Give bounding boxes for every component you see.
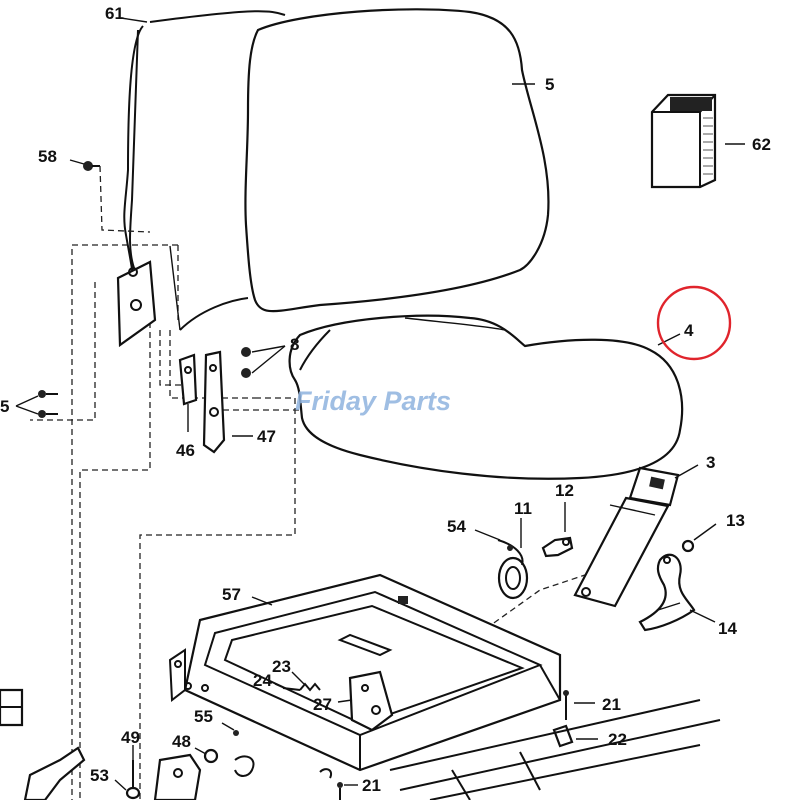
callout-5: 5 (545, 75, 554, 94)
callout-47: 47 (257, 427, 276, 446)
callout-3: 3 (706, 453, 715, 472)
callout-labels: 61 5 62 58 8 4 5 46 47 3 11 12 54 13 14 … (0, 4, 771, 795)
part-5-bolts-left (38, 390, 58, 418)
backrest-bracket (116, 260, 157, 348)
callout-12: 12 (555, 481, 574, 500)
part-21-bolt-lower (337, 782, 343, 800)
part-23-spring (299, 682, 321, 692)
part-57-base-frame (168, 573, 562, 772)
callout-4: 4 (684, 321, 694, 340)
part-14-anchor-bracket (638, 553, 696, 632)
part-48-washer (203, 748, 219, 764)
lower-left-brackets (0, 688, 332, 800)
callout-8: 8 (290, 335, 299, 354)
highlight-circle (656, 285, 732, 361)
part-12-bolt (541, 536, 574, 558)
part-8-nuts (241, 347, 251, 378)
callout-14: 14 (718, 619, 737, 638)
part-47-hinge-plate (202, 350, 226, 454)
part-21-bolt-right (563, 690, 569, 720)
part-11-reel (497, 539, 529, 600)
part-13-nut (681, 539, 695, 553)
callout-13: 13 (726, 511, 745, 530)
leader-lines (15, 83, 745, 791)
callout-11: 11 (514, 499, 532, 518)
callout-23: 23 (272, 657, 291, 676)
watermark-text: Friday Parts (295, 386, 451, 416)
part-24-pin (282, 687, 301, 691)
callout-46: 46 (176, 441, 195, 460)
part-58-screw (83, 161, 151, 233)
callout-21-right: 21 (602, 695, 621, 714)
callout-62: 62 (752, 135, 771, 154)
callout-54: 54 (447, 517, 466, 536)
callout-24: 24 (253, 671, 272, 690)
part-5-backrest-cushion (169, 8, 550, 331)
watermark: Friday Parts (295, 386, 451, 416)
callout-5-left: 5 (0, 397, 9, 416)
part-27-lever-plate (348, 670, 394, 732)
part-3-seat-belt (573, 466, 680, 608)
callout-57: 57 (222, 585, 241, 604)
callout-48: 48 (172, 732, 191, 751)
part-4-seat-cushion (288, 314, 684, 480)
callout-53: 53 (90, 766, 109, 785)
part-53-washer (125, 786, 141, 800)
callout-49: 49 (121, 728, 140, 747)
callout-61: 61 (105, 4, 124, 23)
part-55-screw (233, 730, 239, 736)
part-46-hinge (178, 353, 198, 406)
callout-21-lower: 21 (362, 776, 381, 795)
part-62-manual (650, 93, 717, 189)
callout-27: 27 (313, 695, 332, 714)
slide-rails (389, 699, 721, 800)
callout-55: 55 (194, 707, 213, 726)
callout-58: 58 (38, 147, 57, 166)
callout-22: 22 (608, 730, 627, 749)
